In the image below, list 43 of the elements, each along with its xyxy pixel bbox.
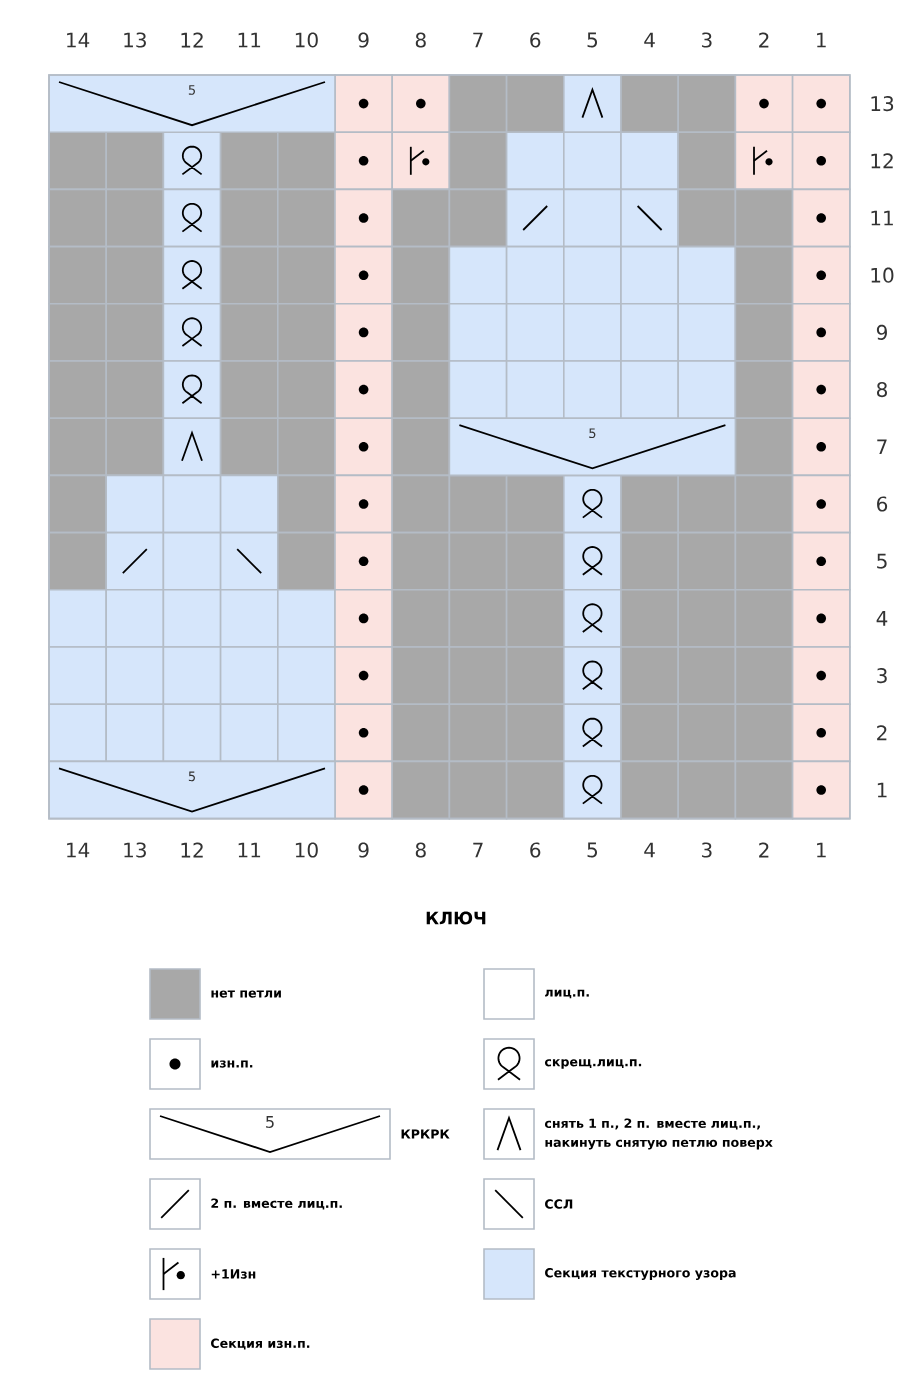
column-number: 2 bbox=[759, 32, 769, 48]
column-number: 6 bbox=[530, 842, 541, 858]
column-number: 12 bbox=[181, 32, 203, 48]
column-number: 4 bbox=[644, 842, 655, 858]
column-number: 7 bbox=[473, 32, 483, 48]
column-number: 4 bbox=[644, 32, 655, 48]
column-number: 10 bbox=[295, 842, 318, 858]
row-number: 1 bbox=[877, 782, 887, 798]
column-number: 1 bbox=[817, 32, 826, 48]
column-number: 3 bbox=[702, 842, 712, 858]
column-number: 6 bbox=[530, 32, 541, 48]
column-number: 12 bbox=[181, 842, 203, 858]
column-number: 1 bbox=[817, 842, 826, 858]
column-number: 3 bbox=[702, 32, 712, 48]
column-number: 9 bbox=[358, 32, 369, 48]
column-number: 8 bbox=[415, 842, 426, 858]
legend-title: КЛЮЧ bbox=[426, 911, 486, 925]
stitch-count: 5 bbox=[266, 1116, 274, 1128]
column-number: 2 bbox=[759, 842, 769, 858]
row-number: 9 bbox=[876, 324, 887, 340]
column-number: 7 bbox=[473, 842, 483, 858]
row-number: 13 bbox=[871, 96, 894, 112]
column-number: 11 bbox=[238, 842, 261, 858]
row-number: 5 bbox=[877, 553, 887, 569]
row-number: 3 bbox=[877, 668, 887, 684]
row-number: 7 bbox=[877, 439, 887, 455]
column-number: 9 bbox=[358, 842, 369, 858]
row-number: 12 bbox=[871, 153, 893, 169]
column-number: 5 bbox=[587, 842, 597, 858]
row-number: 6 bbox=[877, 496, 888, 512]
row-number: 11 bbox=[871, 210, 893, 226]
column-number: 13 bbox=[124, 842, 146, 858]
row-number: 2 bbox=[877, 725, 887, 741]
row-number: 8 bbox=[877, 382, 887, 398]
row-number: 10 bbox=[871, 267, 894, 283]
column-number: 14 bbox=[67, 842, 90, 858]
column-number: 14 bbox=[67, 32, 90, 48]
column-number: 13 bbox=[124, 32, 146, 48]
column-number: 5 bbox=[587, 32, 597, 48]
column-number: 8 bbox=[415, 32, 426, 48]
column-number: 11 bbox=[238, 32, 261, 48]
column-number: 10 bbox=[295, 32, 318, 48]
row-number: 4 bbox=[876, 611, 888, 626]
